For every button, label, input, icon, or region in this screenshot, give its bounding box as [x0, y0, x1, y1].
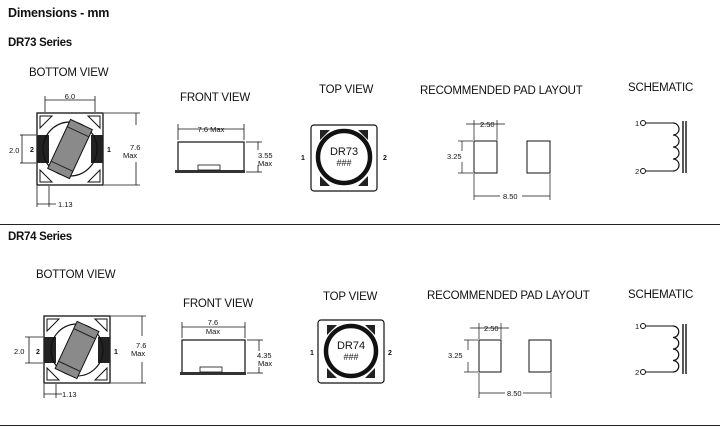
- dr74-bottom-pad: 2.0: [14, 347, 24, 356]
- dr74-top-view-drawing: [317, 319, 385, 384]
- top-view-label: TOP VIEW: [323, 291, 378, 303]
- bottom-divider: [0, 425, 720, 426]
- dr73-schematic-pin-1: 1: [635, 119, 639, 128]
- dr73-bottom-pad: 2.0: [9, 146, 19, 155]
- series-title-dr73: DR73 Series: [8, 37, 72, 49]
- dr74-pad-spacing: 8.50: [507, 389, 522, 398]
- dr73-bottom-width: 6.0: [65, 92, 75, 101]
- bottom-view-label: BOTTOM VIEW: [29, 67, 109, 79]
- dr74-top-marking: DR74: [337, 340, 365, 352]
- dr74-top-pin-right: 2: [388, 350, 392, 357]
- dr74-front-height: 4.35: [257, 351, 272, 360]
- dr73-top-marking: DR73: [330, 146, 358, 158]
- dr73-bottom-pin-right: 1: [107, 147, 111, 154]
- dr73-schematic-drawing: [640, 120, 687, 174]
- bottom-view-label: BOTTOM VIEW: [36, 269, 116, 281]
- pad-layout-label: RECOMMENDED PAD LAYOUT: [427, 290, 590, 302]
- dr73-top-view-drawing: [310, 124, 378, 192]
- schematic-label: SCHEMATIC: [628, 82, 694, 94]
- dr74-front-height-note: Max: [258, 359, 272, 368]
- dr73-top-pin-left: 1: [301, 155, 305, 162]
- dr74-bottom-offset: 1.13: [62, 390, 77, 399]
- dr74-front-view-drawing: [180, 322, 263, 375]
- front-view-label: FRONT VIEW: [180, 92, 250, 104]
- dr73-bottom-pin-left: 2: [30, 147, 34, 154]
- dr74-top-code: ###: [343, 352, 358, 362]
- page-title: Dimensions - mm: [8, 6, 110, 20]
- dr74-bottom-height-note: Max: [131, 349, 145, 358]
- dr74-bottom-view-drawing: [25, 315, 146, 398]
- dr73-bottom-height: 7.6: [130, 143, 140, 152]
- top-view-label: TOP VIEW: [319, 84, 374, 96]
- dr73-bottom-offset: 1.13: [58, 200, 73, 209]
- dr74-schematic-pin-2: 2: [635, 368, 639, 377]
- dr74-pad-layout-drawing: [464, 323, 552, 398]
- dr73-bottom-height-note: Max: [123, 151, 137, 160]
- dr73-pad-layout-drawing: [458, 120, 551, 200]
- dr73-front-height: 3.55: [258, 151, 273, 160]
- dr73-pad-height: 3.25: [447, 152, 462, 161]
- dr73-schematic-pin-2: 2: [635, 167, 639, 176]
- dr73-drawings: 6.0 7.6 Max 2.0 1.13 2 1 7.6 Max 3.55 Ma…: [9, 92, 687, 209]
- dr74-schematic-pin-1: 1: [635, 322, 639, 331]
- dr74-pad-height: 3.25: [448, 351, 463, 360]
- schematic-label: SCHEMATIC: [628, 289, 694, 301]
- dr73-front-height-note: Max: [258, 159, 272, 168]
- dr73-pad-width: 2.50: [480, 120, 495, 129]
- dr74-bottom-pin-left: 2: [36, 349, 40, 356]
- dr73-pad-spacing: 8.50: [503, 192, 518, 201]
- dr74-pad-width: 2.50: [484, 324, 499, 333]
- section-divider: [0, 224, 720, 225]
- dr74-schematic-drawing: [640, 323, 687, 375]
- dr74-top-pin-left: 1: [310, 350, 314, 357]
- series-title-dr74: DR74 Series: [8, 231, 72, 243]
- dr74-bottom-pin-right: 1: [114, 349, 118, 356]
- dr73-front-width: 7.6 Max: [198, 125, 225, 134]
- pad-layout-label: RECOMMENDED PAD LAYOUT: [420, 85, 583, 97]
- dr74-front-width-note: Max: [206, 327, 220, 336]
- dr73-top-code: ###: [336, 158, 351, 168]
- dr74-bottom-height: 7.6: [136, 341, 146, 350]
- dr73-bottom-view-drawing: [20, 96, 140, 207]
- dr73-front-view-drawing: [175, 124, 262, 173]
- front-view-label: FRONT VIEW: [183, 298, 253, 310]
- dr73-top-pin-right: 2: [383, 155, 387, 162]
- dr74-front-width: 7.6: [208, 318, 218, 327]
